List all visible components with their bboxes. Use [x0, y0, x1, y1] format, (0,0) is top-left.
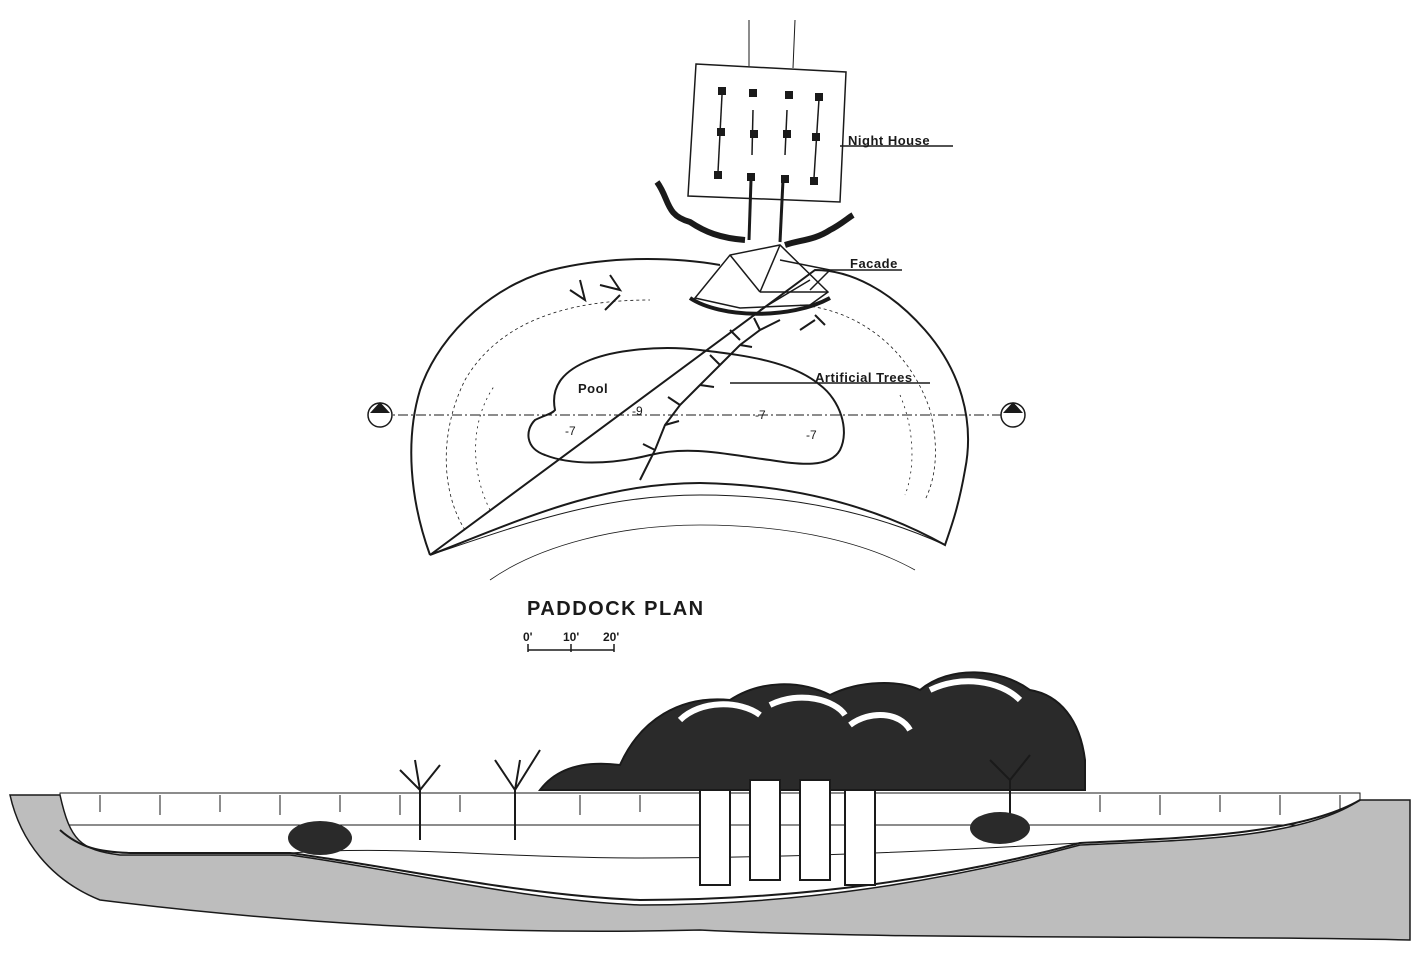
pool: [527, 347, 845, 465]
spot-elevation: -7: [755, 408, 766, 422]
scale-tick-0: 0': [523, 630, 533, 644]
night-house-label: Night House: [848, 133, 931, 148]
spot-elevation: -7: [565, 424, 576, 438]
section-drawing: [9, 671, 1411, 941]
section-line: [367, 402, 1026, 428]
artificial-trees: [569, 274, 930, 481]
facade: [688, 244, 902, 316]
spot-elevation: -9: [632, 404, 643, 418]
scale-tick-20: 20': [603, 630, 620, 644]
paddock-outline: [410, 258, 969, 581]
artificial-trees-label: Artificial Trees: [815, 370, 913, 385]
scale-bar: [527, 644, 615, 652]
facade-label: Facade: [850, 256, 898, 271]
pool-label: Pool: [578, 381, 609, 396]
plan-title: PADDOCK PLAN: [527, 598, 705, 620]
scale-tick-10: 10': [563, 630, 580, 644]
spot-elevation: -7: [806, 428, 817, 442]
night-house: [687, 19, 953, 243]
